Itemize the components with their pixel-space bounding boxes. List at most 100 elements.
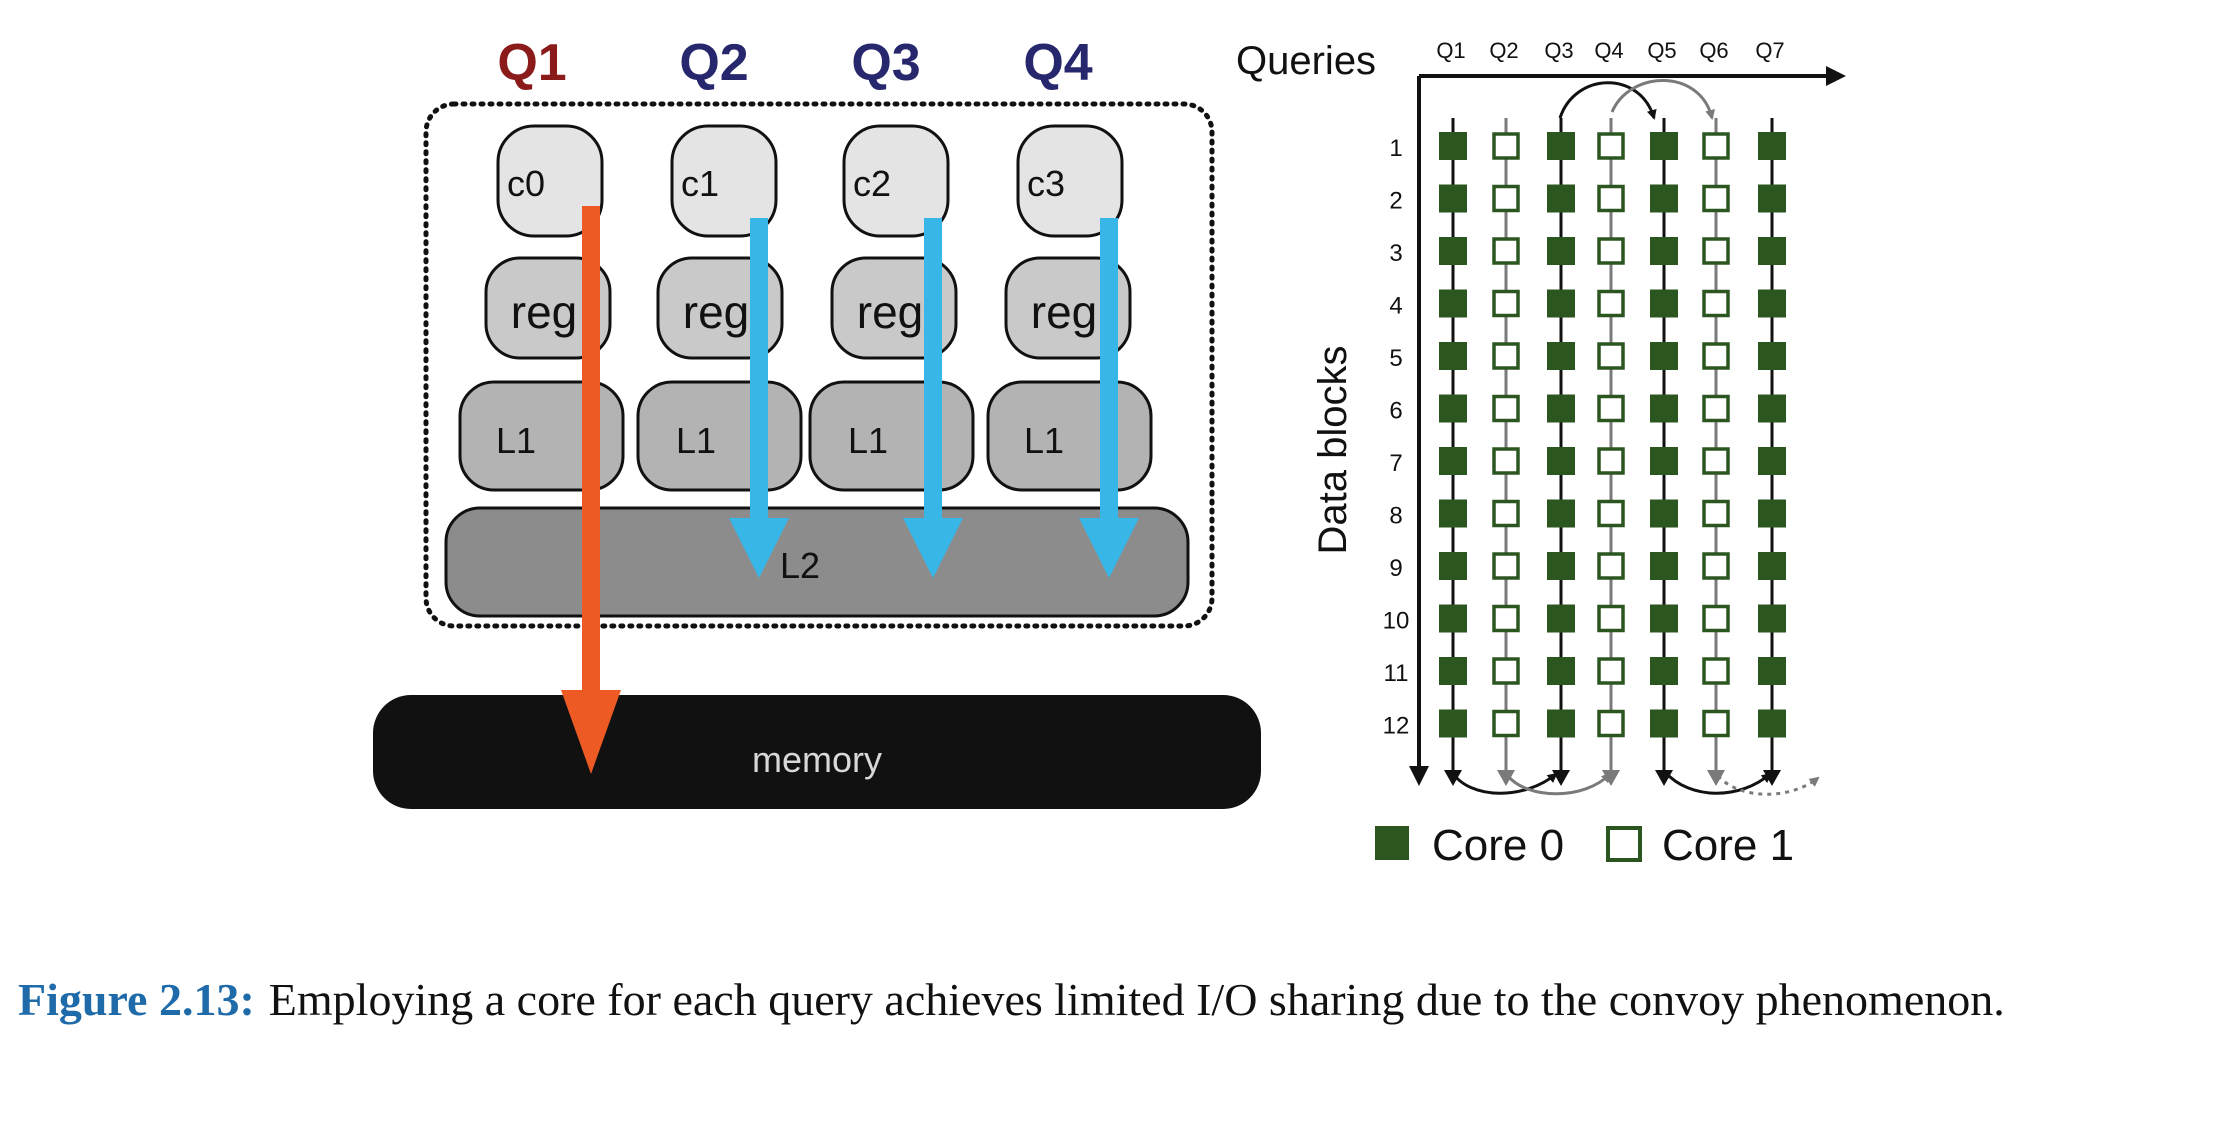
data-block xyxy=(1439,237,1467,265)
legend-core1-swatch xyxy=(1606,826,1642,862)
query-col-label-1: Q1 xyxy=(1436,38,1465,63)
block-row-label-12: 12 xyxy=(1383,713,1410,740)
data-block xyxy=(1758,657,1786,685)
data-block xyxy=(1492,604,1520,633)
scan-arrowhead xyxy=(1497,770,1515,786)
query-columns xyxy=(1439,118,1786,786)
chip-boundary xyxy=(423,101,1215,629)
figure-illustration: Q1 Q2 Q3 Q4 L2 memory L1 reg c0 L1 reg c… xyxy=(373,34,1846,870)
l1-cache-c2 xyxy=(808,380,975,492)
data-block xyxy=(1439,342,1467,370)
core-c2 xyxy=(842,124,950,238)
queries-axis-label: Queries xyxy=(1236,39,1376,83)
sharing-arrows xyxy=(1450,79,1820,796)
data-block xyxy=(1758,342,1786,370)
scan-arrowhead xyxy=(1444,770,1462,786)
block-row-label-11: 11 xyxy=(1384,660,1409,687)
data-blocks-axis-arrowhead xyxy=(1409,766,1429,786)
query-column-6 xyxy=(1702,118,1730,786)
data-block xyxy=(1650,132,1678,160)
data-block xyxy=(1547,342,1575,370)
memory-label: memory xyxy=(752,739,882,780)
data-block xyxy=(1492,657,1520,685)
data-block xyxy=(1758,237,1786,265)
data-block xyxy=(1439,657,1467,685)
caption-lead: Figure 2.13: xyxy=(18,974,255,1025)
legend-core0-swatch xyxy=(1375,826,1409,860)
block-row-label-5: 5 xyxy=(1389,345,1402,372)
data-block xyxy=(1547,289,1575,318)
data-block xyxy=(1650,552,1678,580)
query-label-q2: Q2 xyxy=(679,34,748,92)
data-block xyxy=(1492,394,1520,423)
reg-label-c2: reg xyxy=(857,286,923,338)
l1-cache-c3 xyxy=(986,380,1153,492)
data-block xyxy=(1547,709,1575,738)
legend-core1-label: Core 1 xyxy=(1662,821,1794,870)
data-block xyxy=(1597,237,1625,265)
bottom-arrow-q2-q4 xyxy=(1506,772,1612,796)
l1-cache-c1 xyxy=(636,380,803,492)
caption-text: Employing a core for each query achieves… xyxy=(268,974,2005,1025)
q4-access-arrow xyxy=(1079,218,1139,578)
data-block xyxy=(1547,184,1575,213)
query-col-label-3: Q3 xyxy=(1544,38,1573,63)
block-row-label-7: 7 xyxy=(1389,450,1402,477)
block-row-label-6: 6 xyxy=(1389,398,1402,425)
data-block xyxy=(1547,394,1575,423)
data-block xyxy=(1650,499,1678,528)
register-c0 xyxy=(484,256,612,360)
scan-arrowhead xyxy=(1707,770,1725,786)
data-block xyxy=(1702,552,1730,580)
bottom-arrow-q6-next xyxy=(1716,774,1820,796)
data-block xyxy=(1439,552,1467,580)
query-column-2 xyxy=(1492,118,1520,786)
q2-access-arrow xyxy=(729,218,789,578)
data-block xyxy=(1597,604,1625,633)
data-block xyxy=(1597,499,1625,528)
data-block xyxy=(1702,709,1730,738)
figure-caption: Figure 2.13: Employing a core for each qu… xyxy=(18,966,2208,1034)
core-c1-stack: L1 reg c1 xyxy=(636,124,803,492)
data-block xyxy=(1492,184,1520,213)
reg-label-c3: reg xyxy=(1031,286,1097,338)
data-block xyxy=(1492,499,1520,528)
data-block xyxy=(1439,394,1467,423)
data-block xyxy=(1702,342,1730,370)
query-col-label-5: Q5 xyxy=(1647,38,1676,63)
data-block xyxy=(1650,237,1678,265)
query-column-1 xyxy=(1439,118,1467,786)
data-block xyxy=(1702,289,1730,318)
reg-label-c0: reg xyxy=(511,286,577,338)
legend-core0-label: Core 0 xyxy=(1432,821,1564,870)
block-row-label-4: 4 xyxy=(1389,293,1402,320)
q1-access-arrow xyxy=(561,206,621,774)
data-block xyxy=(1650,289,1678,318)
data-block xyxy=(1758,604,1786,633)
queries-axis-arrowhead xyxy=(1826,66,1846,86)
query-column-5 xyxy=(1650,118,1678,786)
data-block xyxy=(1492,342,1520,370)
query-label-q4: Q4 xyxy=(1023,34,1092,92)
data-block xyxy=(1597,552,1625,580)
data-block xyxy=(1439,184,1467,213)
data-block xyxy=(1702,237,1730,265)
data-block xyxy=(1547,604,1575,633)
core-c1 xyxy=(670,124,778,238)
data-block xyxy=(1702,499,1730,528)
core-label-c3: c3 xyxy=(1027,163,1065,204)
data-block xyxy=(1758,394,1786,423)
data-block xyxy=(1702,132,1730,160)
data-block xyxy=(1758,289,1786,318)
data-block xyxy=(1492,237,1520,265)
data-block xyxy=(1650,447,1678,475)
core-c3-stack: L1 reg c3 xyxy=(986,124,1153,492)
data-block xyxy=(1547,657,1575,685)
data-block xyxy=(1702,447,1730,475)
data-block xyxy=(1597,132,1625,160)
query-col-label-6: Q6 xyxy=(1699,38,1728,63)
data-block xyxy=(1439,499,1467,528)
l1-label-c1: L1 xyxy=(676,420,716,461)
